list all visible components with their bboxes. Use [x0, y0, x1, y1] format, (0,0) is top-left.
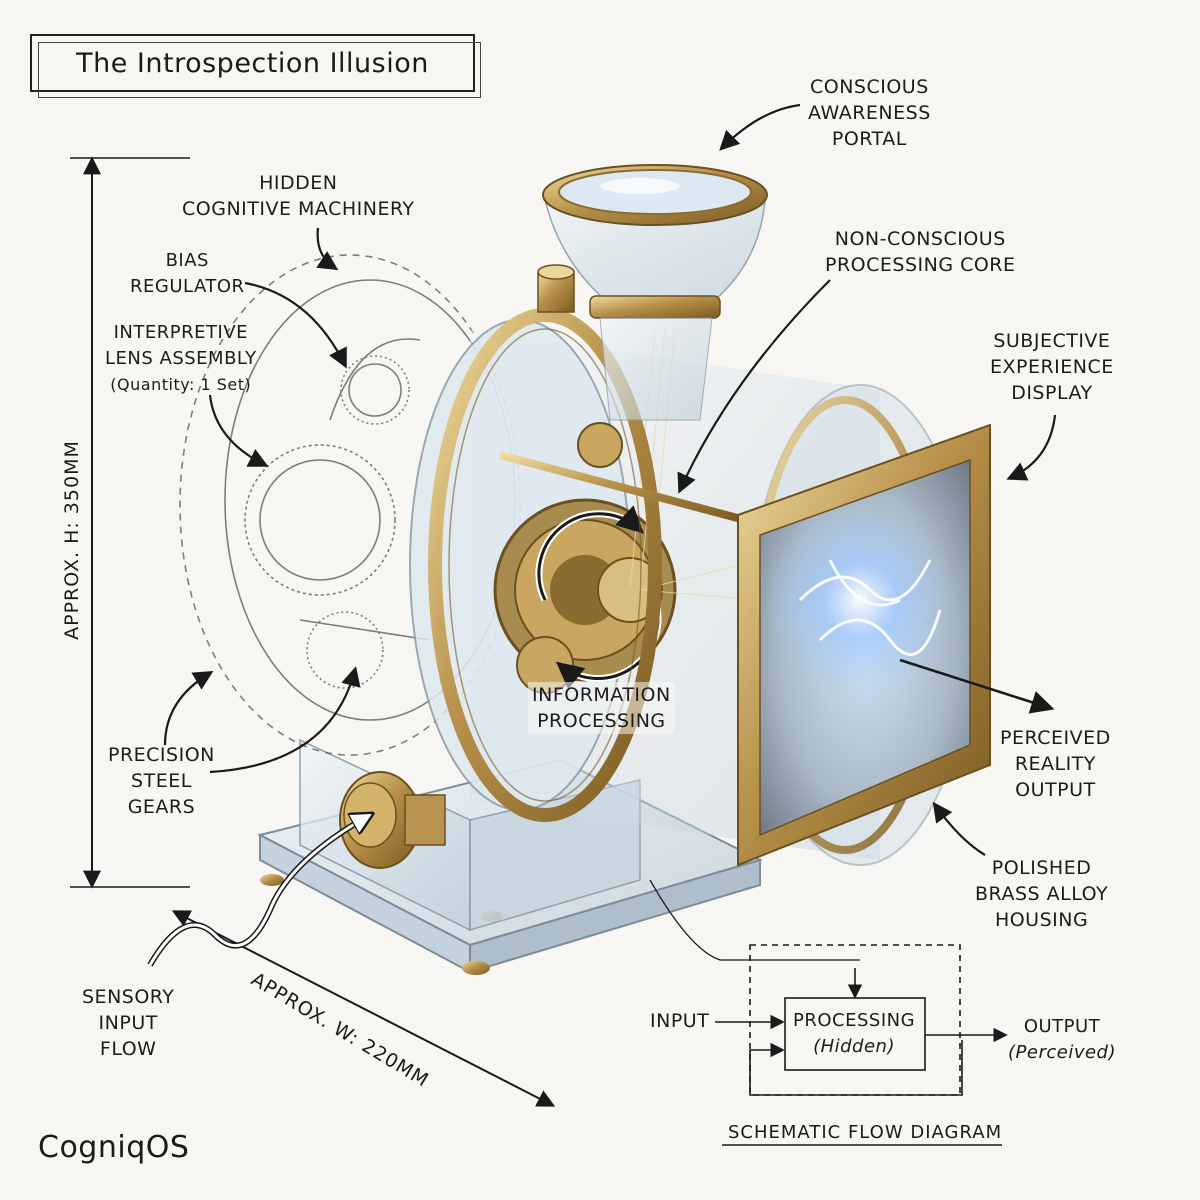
- label-line: PROCESSING CORE: [825, 254, 1016, 276]
- bias-knob: [537, 264, 575, 313]
- label-line: REGULATOR: [130, 276, 245, 297]
- housing-leader: [932, 801, 986, 856]
- label-line: EXPERIENCE: [990, 356, 1114, 378]
- label-line: OUTPUT: [1015, 779, 1096, 801]
- label-line: (Hidden): [813, 1036, 895, 1057]
- brand-logo: CogniqOS: [38, 1130, 190, 1165]
- label-line: HIDDEN: [259, 172, 338, 194]
- label-line: FLOW: [99, 1038, 157, 1060]
- label-perceived-output: PERCEIVED REALITY OUTPUT: [1000, 725, 1111, 803]
- display-leader: [1006, 414, 1057, 481]
- label-line: (Perceived): [1008, 1042, 1116, 1063]
- label-line: GEARS: [127, 796, 196, 818]
- awareness-portal: [542, 164, 768, 421]
- label-line: DISPLAY: [1011, 382, 1093, 404]
- label-line: BIAS: [165, 250, 209, 271]
- portal-leader: [719, 103, 801, 151]
- label-sensory-input: SENSORY INPUT FLOW: [82, 984, 174, 1062]
- label-hidden-machinery: HIDDEN COGNITIVE MACHINERY: [182, 170, 415, 222]
- label-bias-regulator: BIAS REGULATOR: [130, 248, 245, 300]
- label-line: BRASS ALLOY: [975, 883, 1109, 905]
- label-line: PERCEIVED: [1000, 727, 1111, 749]
- label-line: INTERPRETIVE: [113, 322, 248, 343]
- label-line: NON-CONSCIOUS: [834, 228, 1006, 250]
- label-line: INPUT: [98, 1012, 158, 1034]
- label-line: COGNITIVE MACHINERY: [182, 198, 415, 220]
- label-precision-gears: PRECISION STEEL GEARS: [108, 742, 215, 820]
- label-line: PROCESSING: [793, 1010, 916, 1031]
- schematic-title: SCHEMATIC FLOW DIAGRAM: [728, 1122, 1003, 1143]
- label-brass-housing: POLISHED BRASS ALLOY HOUSING: [975, 855, 1108, 933]
- label-line: HOUSING: [994, 909, 1089, 931]
- experience-display: [737, 423, 991, 867]
- label-line: AWARENESS: [808, 102, 931, 124]
- page-title-text: The Introspection Illusion: [76, 47, 429, 79]
- schematic-output-label: OUTPUT (Perceived): [1008, 1014, 1116, 1066]
- schematic-input-label: INPUT: [650, 1010, 710, 1032]
- label-line: LENS ASSEMBLY: [105, 348, 257, 369]
- label-line: POLISHED: [991, 857, 1092, 879]
- label-nonconscious-core: NON-CONSCIOUS PROCESSING CORE: [825, 226, 1016, 278]
- core-leader: [677, 279, 831, 494]
- height-dimension: [70, 156, 190, 889]
- label-interpretive-lens: INTERPRETIVE LENS ASSEMBLY (Quantity: 1 …: [105, 320, 257, 398]
- label-line: SENSORY: [82, 986, 175, 1008]
- lens-leader: [208, 394, 269, 467]
- schematic-diagram: [715, 944, 1008, 1146]
- label-subjective-display: SUBJECTIVE EXPERIENCE DISPLAY: [990, 328, 1114, 406]
- label-line: PRECISION: [108, 744, 215, 766]
- bias-leader: [244, 281, 347, 369]
- gears-leader-1: [163, 670, 214, 746]
- hidden-leader: [316, 227, 339, 271]
- output-leader: [899, 658, 1055, 714]
- front-brass-ring: [428, 308, 662, 822]
- label-line: REALITY: [1014, 753, 1096, 775]
- label-information-processing: INFORMATION PROCESSING: [528, 682, 675, 734]
- label-line: PROCESSING: [537, 710, 666, 732]
- label-line: (Quantity: 1 Set): [110, 375, 252, 394]
- label-line: STEEL: [131, 770, 192, 792]
- height-dimension-label: APPROX. H: 350MM: [61, 440, 83, 640]
- label-line: PORTAL: [831, 128, 907, 150]
- label-line: SUBJECTIVE: [993, 330, 1111, 352]
- label-line: INFORMATION: [532, 684, 671, 706]
- label-conscious-portal: CONSCIOUS AWARENESS PORTAL: [808, 74, 931, 152]
- page-title: The Introspection Illusion: [30, 34, 481, 98]
- label-line: CONSCIOUS: [809, 76, 929, 98]
- label-line: OUTPUT: [1023, 1016, 1101, 1037]
- gears-leader-2: [209, 666, 361, 774]
- inner-mechanism: [493, 329, 761, 694]
- schematic-processing-label: PROCESSING (Hidden): [793, 1008, 915, 1060]
